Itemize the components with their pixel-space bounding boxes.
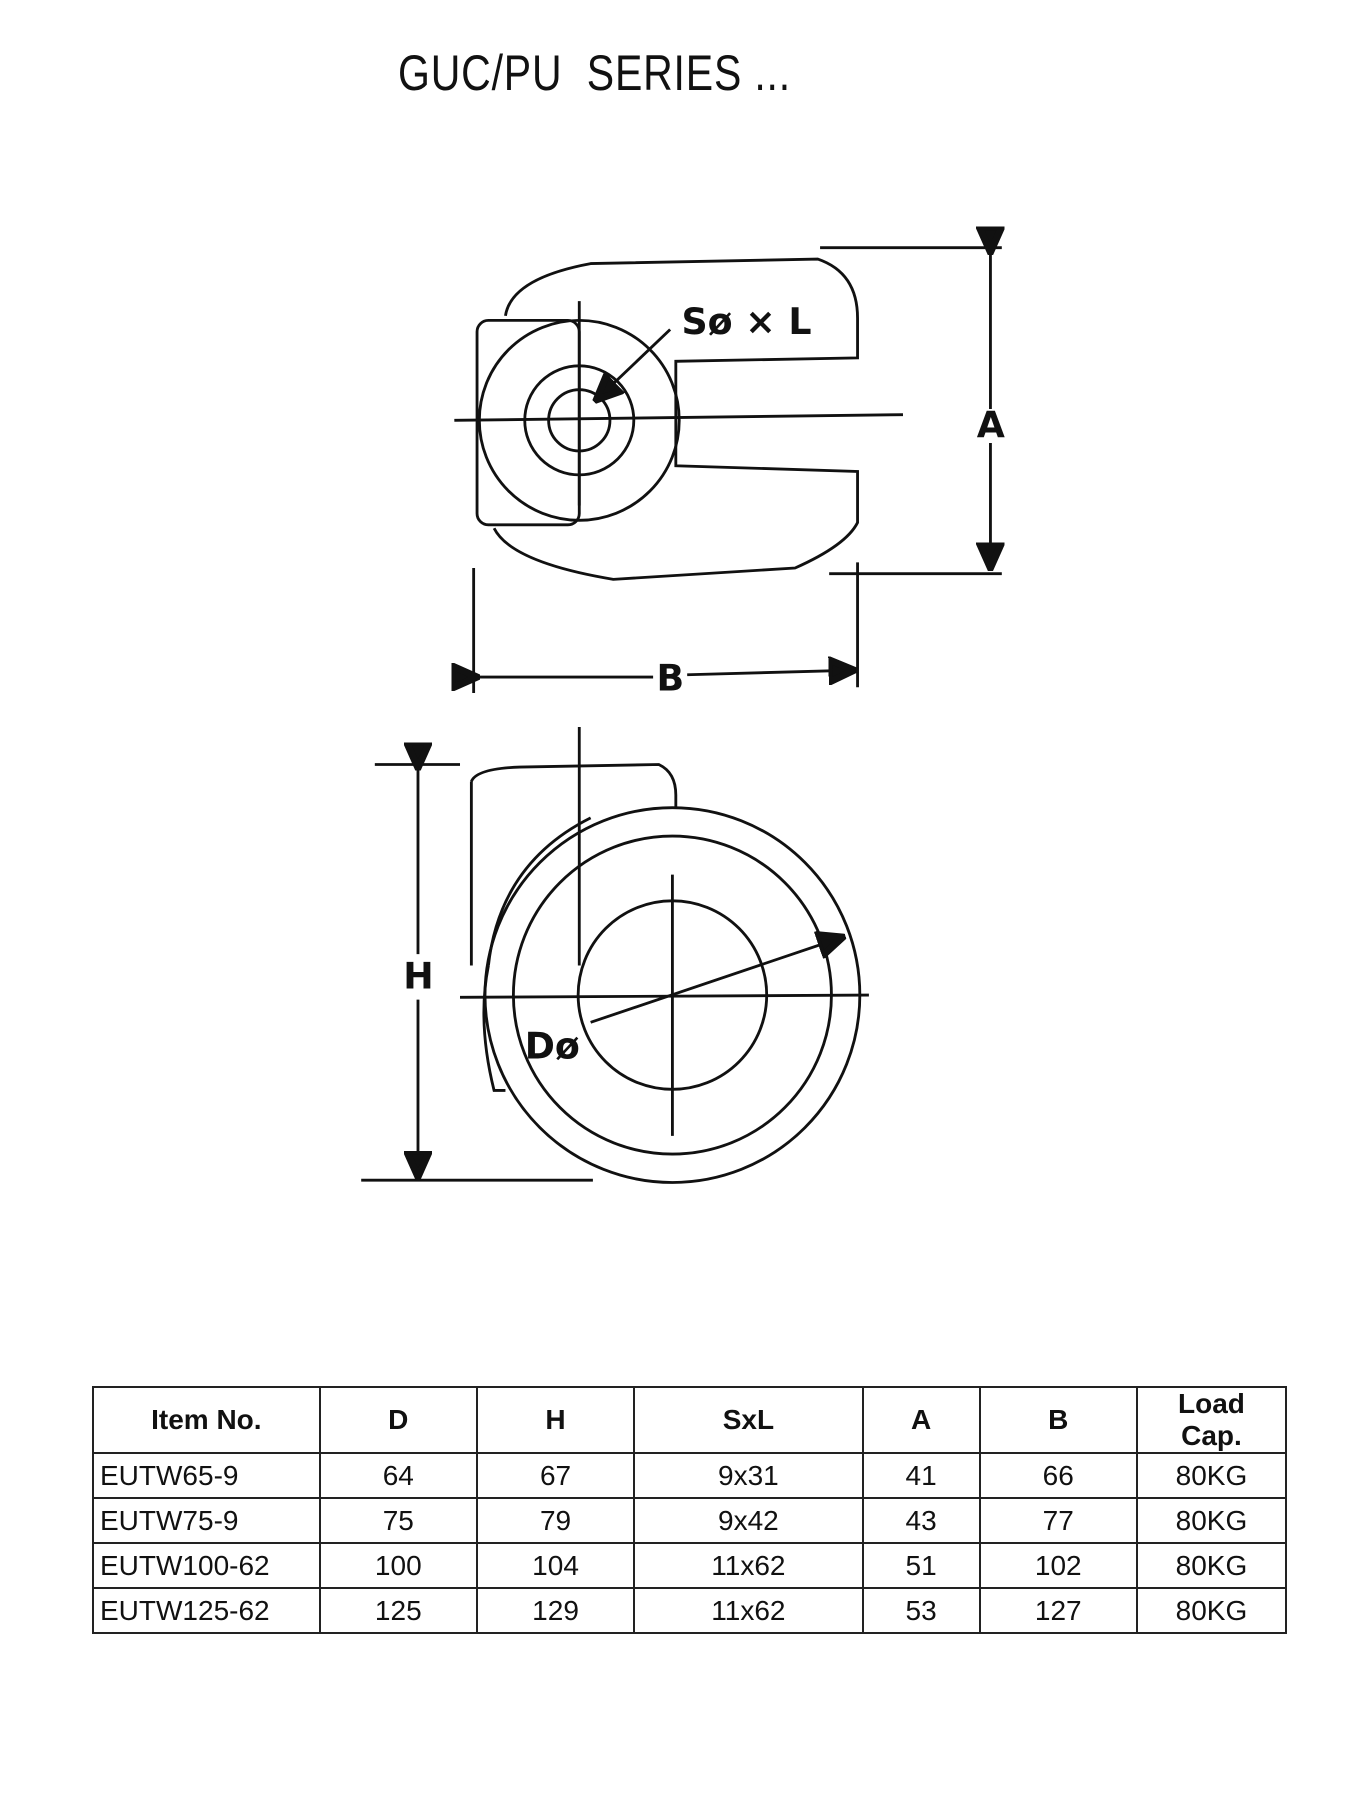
dimension-a-label: A <box>977 403 1005 446</box>
cell-h: 104 <box>475 1542 636 1589</box>
cell-h: 67 <box>475 1452 636 1499</box>
dimension-h-label: H <box>403 954 433 997</box>
dimension-b-label: B <box>657 657 685 700</box>
page-title: GUC/PU SERIES ... <box>398 45 791 101</box>
cell-d: 75 <box>318 1497 478 1544</box>
cell-h: 79 <box>475 1497 636 1544</box>
cell-item-no: EUTW75-9 <box>92 1497 321 1544</box>
cell-sxl: 9x42 <box>633 1497 864 1544</box>
dimension-d-label: Dø <box>525 1025 580 1068</box>
cell-sxl: 9x31 <box>633 1452 864 1499</box>
cell-d: 64 <box>318 1452 478 1499</box>
cell-sxl: 11x62 <box>633 1587 864 1634</box>
header-a: A <box>861 1386 981 1454</box>
cell-load-cap: 80KG <box>1135 1452 1288 1499</box>
cell-load-cap: 80KG <box>1135 1542 1288 1589</box>
cell-a: 41 <box>861 1452 981 1499</box>
header-b: B <box>978 1386 1138 1454</box>
cell-load-cap: 80KG <box>1135 1497 1288 1544</box>
header-d: D <box>318 1386 478 1454</box>
table-header-row: Item No. D H SxL A B Load Cap. <box>92 1386 1288 1454</box>
top-view <box>454 248 1001 693</box>
cell-a: 51 <box>861 1542 981 1589</box>
cell-item-no: EUTW125-62 <box>92 1587 321 1634</box>
cell-b: 66 <box>978 1452 1138 1499</box>
cell-a: 43 <box>861 1497 981 1544</box>
cell-sxl: 11x62 <box>633 1542 864 1589</box>
cell-a: 53 <box>861 1587 981 1634</box>
cell-load-cap: 80KG <box>1135 1587 1288 1634</box>
cell-b: 77 <box>978 1497 1138 1544</box>
shaft-dimension-label: Sø × L <box>681 300 811 343</box>
cell-d: 100 <box>318 1542 478 1589</box>
header-sxl: SxL <box>633 1386 864 1454</box>
header-h: H <box>475 1386 636 1454</box>
cell-h: 129 <box>475 1587 636 1634</box>
cell-item-no: EUTW100-62 <box>92 1542 321 1589</box>
cell-b: 127 <box>978 1587 1138 1634</box>
cell-d: 125 <box>318 1587 478 1634</box>
cell-item-no: EUTW65-9 <box>92 1452 321 1499</box>
header-item-no: Item No. <box>92 1386 321 1454</box>
side-view <box>361 727 869 1184</box>
cell-b: 102 <box>978 1542 1138 1589</box>
header-load-cap: Load Cap. <box>1135 1386 1288 1454</box>
